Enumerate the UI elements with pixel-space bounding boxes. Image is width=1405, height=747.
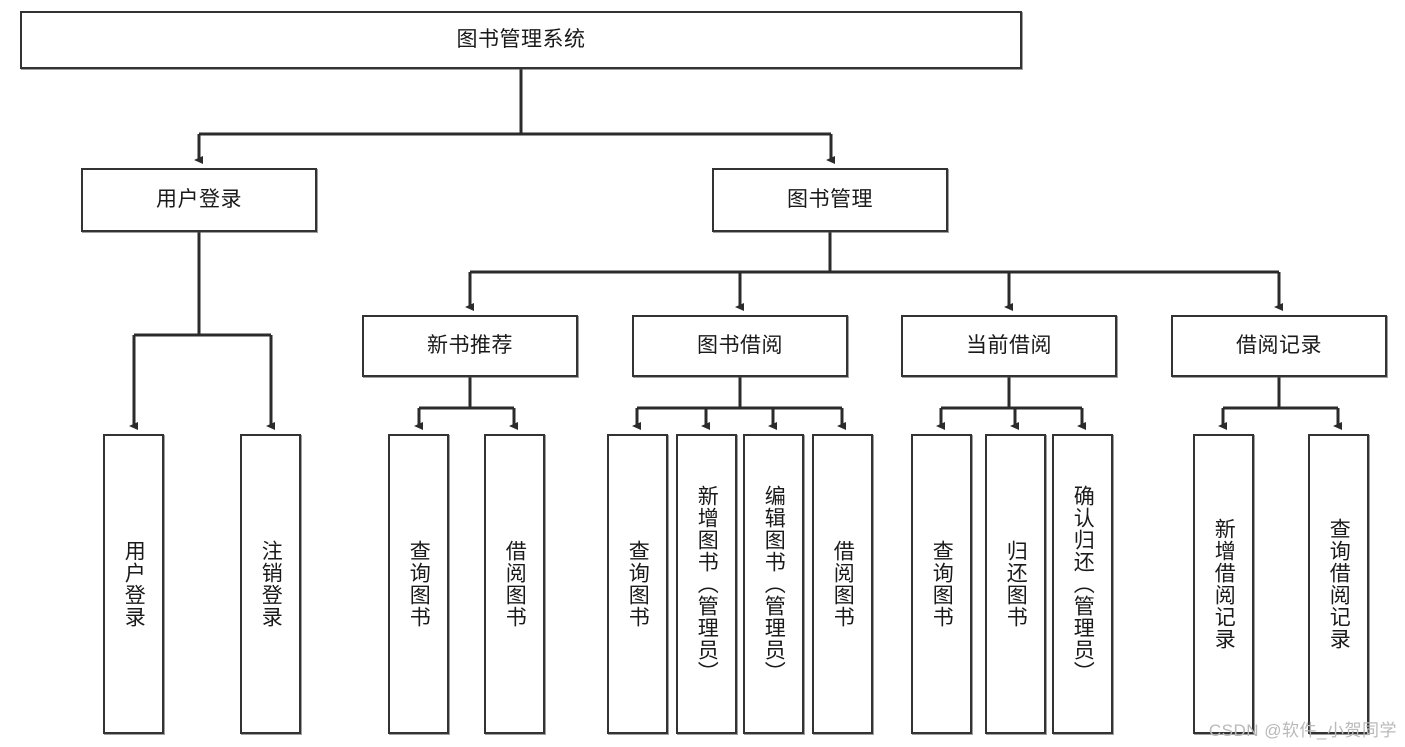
node-leaf-query-book-rec[interactable]: 查询图书	[388, 434, 449, 734]
csdn-watermark: CSDN @软件_小贺同学	[1208, 721, 1397, 740]
node-new-book-recommend[interactable]: 新书推荐	[362, 315, 578, 377]
node-leaf-add-book[interactable]: 新增图书（管理员）	[676, 434, 737, 734]
node-leaf-query-book-rec-label: 查询图书	[407, 540, 431, 628]
node-leaf-edit-book[interactable]: 编辑图书（管理员）	[743, 434, 804, 734]
node-current-borrow[interactable]: 当前借阅	[901, 315, 1117, 377]
node-leaf-query-book-cur[interactable]: 查询图书	[911, 434, 972, 734]
node-leaf-borrow-book-rec[interactable]: 借阅图书	[484, 434, 545, 734]
node-leaf-borrow-book[interactable]: 借阅图书	[812, 434, 873, 734]
node-leaf-add-book-label: 新增图书（管理员）	[695, 485, 719, 683]
node-leaf-borrow-book-label: 借阅图书	[831, 540, 855, 628]
node-user-login[interactable]: 用户登录	[81, 168, 317, 232]
node-book-borrow-label: 图书借阅	[697, 334, 783, 358]
node-leaf-return-book-label: 归还图书	[1004, 540, 1028, 628]
node-user-login-label: 用户登录	[156, 188, 242, 212]
node-leaf-edit-book-label: 编辑图书（管理员）	[762, 485, 786, 683]
node-leaf-add-record[interactable]: 新增借阅记录	[1193, 434, 1254, 734]
node-root-label: 图书管理系统	[456, 28, 586, 52]
node-new-book-recommend-label: 新书推荐	[427, 334, 513, 358]
node-root[interactable]: 图书管理系统	[20, 11, 1022, 69]
node-leaf-query-record[interactable]: 查询借阅记录	[1308, 434, 1369, 734]
node-leaf-add-record-label: 新增借阅记录	[1212, 518, 1236, 650]
node-leaf-query-record-label: 查询借阅记录	[1327, 518, 1351, 650]
node-leaf-confirm-return-label: 确认归还（管理员）	[1071, 485, 1095, 683]
node-leaf-confirm-return[interactable]: 确认归还（管理员）	[1052, 434, 1113, 734]
node-book-borrow[interactable]: 图书借阅	[632, 315, 848, 377]
node-borrow-record-label: 借阅记录	[1236, 334, 1322, 358]
node-leaf-user-login-label: 用户登录	[122, 540, 146, 628]
node-leaf-logout[interactable]: 注销登录	[240, 434, 301, 734]
node-leaf-return-book[interactable]: 归还图书	[985, 434, 1046, 734]
node-leaf-logout-label: 注销登录	[259, 540, 283, 628]
node-leaf-user-login[interactable]: 用户登录	[103, 434, 164, 734]
node-leaf-query-book-borrow[interactable]: 查询图书	[607, 434, 668, 734]
node-leaf-query-book-borrow-label: 查询图书	[626, 540, 650, 628]
node-borrow-record[interactable]: 借阅记录	[1171, 315, 1387, 377]
node-book-manage[interactable]: 图书管理	[712, 168, 948, 232]
node-book-manage-label: 图书管理	[787, 188, 873, 212]
node-leaf-query-book-cur-label: 查询图书	[930, 540, 954, 628]
node-leaf-borrow-book-rec-label: 借阅图书	[503, 540, 527, 628]
node-current-borrow-label: 当前借阅	[966, 334, 1052, 358]
